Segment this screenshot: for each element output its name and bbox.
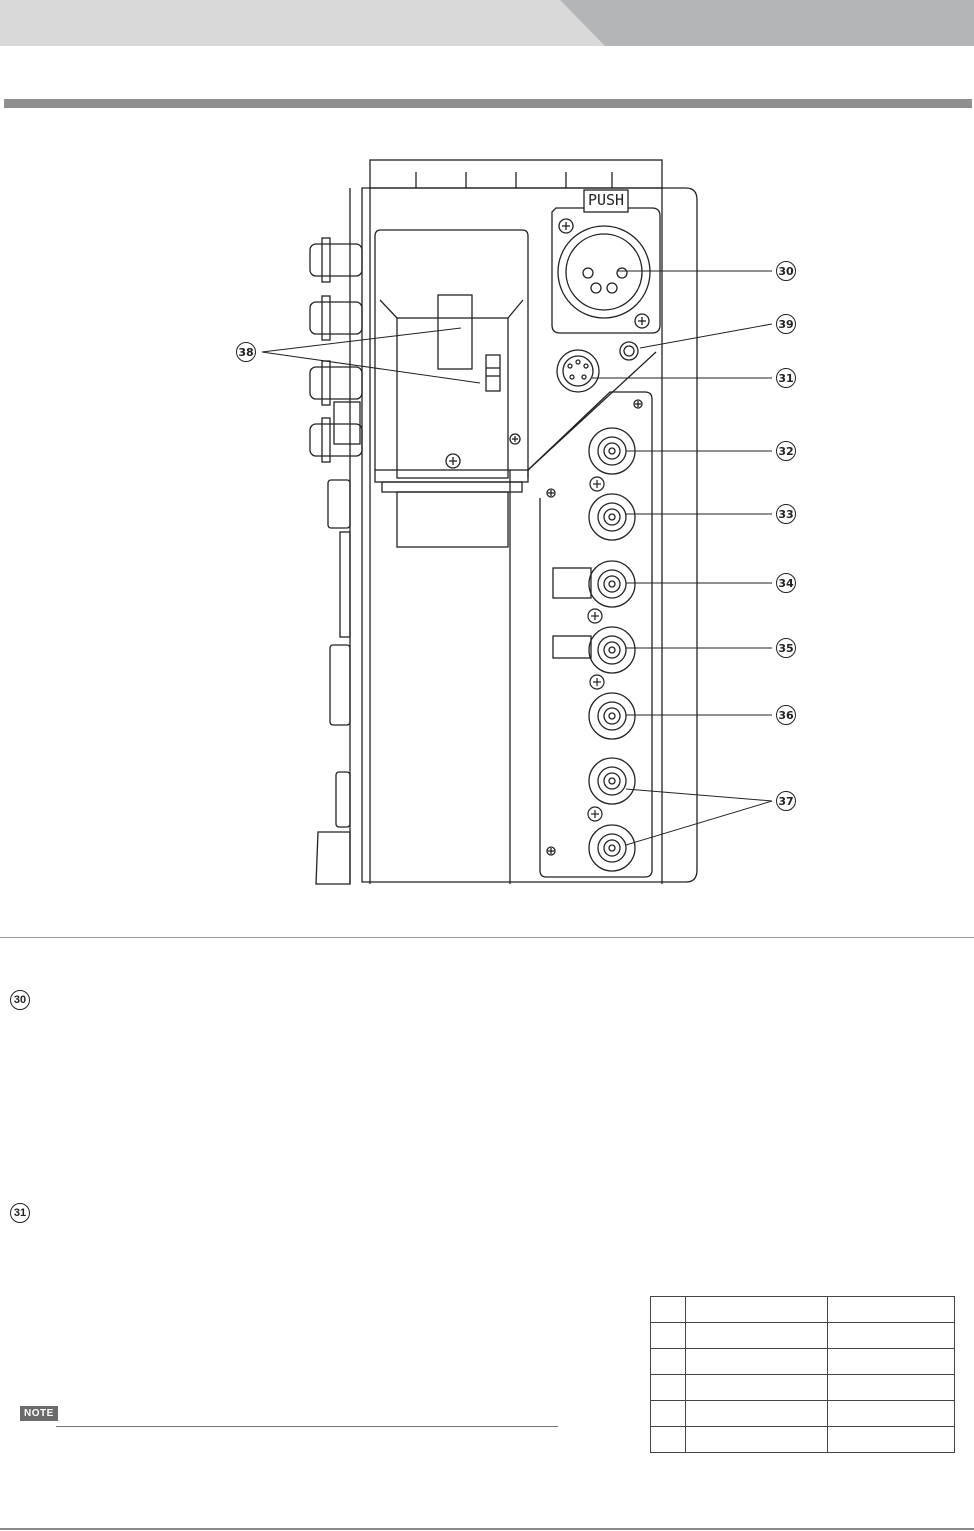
push-label: PUSH xyxy=(587,191,625,209)
bnc-connector-37b xyxy=(588,824,636,872)
callout-leader-lines xyxy=(261,270,773,846)
table-row xyxy=(650,1348,955,1375)
table-cell xyxy=(684,1426,829,1453)
table-cell xyxy=(650,1322,686,1349)
table-row xyxy=(650,1296,955,1323)
table-cell xyxy=(684,1348,829,1375)
bnc-connector-33 xyxy=(588,493,636,541)
section-marker-30: 30 xyxy=(10,990,30,1010)
callout-31: 31 xyxy=(776,368,796,388)
table-row xyxy=(650,1322,955,1349)
table-cell xyxy=(827,1374,955,1401)
pin-assignment-table xyxy=(650,1296,955,1453)
left-side-connectors xyxy=(309,237,363,885)
table-cell xyxy=(650,1400,686,1427)
note-badge: NOTE xyxy=(20,1406,58,1421)
table-cell xyxy=(827,1322,955,1349)
bnc-connector-36 xyxy=(588,692,636,740)
table-cell xyxy=(650,1426,686,1453)
callout-34: 34 xyxy=(776,573,796,593)
bnc-connector-34 xyxy=(588,560,636,608)
panel-body xyxy=(361,187,698,883)
card-slot-cover xyxy=(374,229,529,548)
table-row xyxy=(650,1400,955,1427)
multi-pin-connector xyxy=(556,349,600,393)
table-row xyxy=(650,1426,955,1453)
callout-36: 36 xyxy=(776,705,796,725)
callout-39: 39 xyxy=(776,314,796,334)
bnc-connector-37a xyxy=(588,757,636,805)
callout-38: 38 xyxy=(236,342,256,362)
bnc-connector-35 xyxy=(588,626,636,674)
table-cell xyxy=(650,1296,686,1323)
callout-32: 32 xyxy=(776,441,796,461)
callout-33: 33 xyxy=(776,504,796,524)
page-bottom-rule xyxy=(0,1528,974,1530)
table-cell xyxy=(684,1296,829,1323)
table-cell xyxy=(650,1348,686,1375)
section-title-rule xyxy=(4,99,972,108)
table-cell xyxy=(827,1426,955,1453)
table-cell xyxy=(650,1374,686,1401)
bnc-connectors xyxy=(587,427,636,872)
callout-30: 30 xyxy=(776,261,796,281)
table-cell xyxy=(827,1296,955,1323)
diagram-divider xyxy=(0,937,974,938)
note-rule xyxy=(56,1426,558,1427)
connector-panel-diagram xyxy=(261,159,773,885)
callout-35: 35 xyxy=(776,638,796,658)
table-cell xyxy=(827,1400,955,1427)
table-cell xyxy=(684,1374,829,1401)
callout-37: 37 xyxy=(776,791,796,811)
table-cell xyxy=(684,1322,829,1349)
bnc-connector-panel xyxy=(527,351,657,878)
table-cell xyxy=(684,1400,829,1427)
table-row xyxy=(650,1374,955,1401)
xlr-audio-input-connector xyxy=(551,189,661,334)
page-header-accent xyxy=(560,0,974,46)
table-cell xyxy=(827,1348,955,1375)
small-jack-connector xyxy=(619,341,639,361)
section-marker-31: 31 xyxy=(10,1203,30,1223)
